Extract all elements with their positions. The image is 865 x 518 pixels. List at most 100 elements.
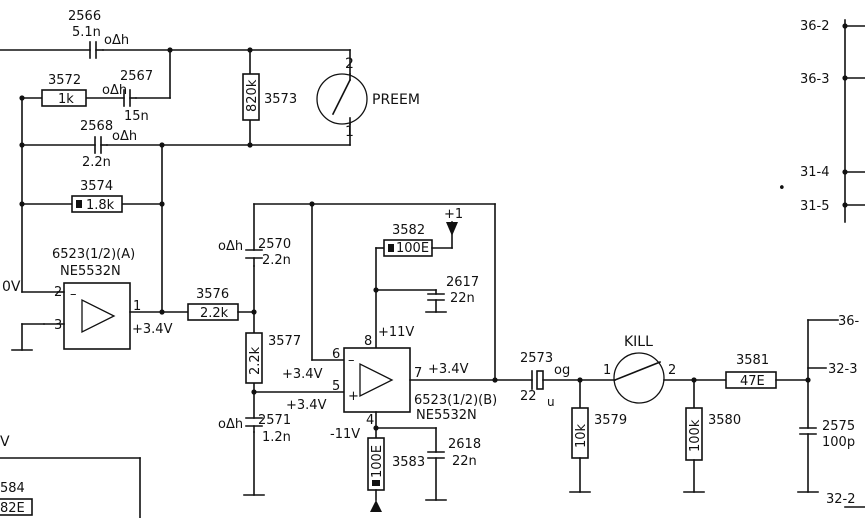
capacitor-2573: 2573 og 22 u (520, 351, 581, 409)
label-opamp-b-vin6: +3.4V (282, 367, 323, 382)
label-opamp-b-pin4: 4 (366, 413, 374, 428)
label-3574-value: 1.8k (86, 198, 115, 213)
label-opamp-a-vout: +3.4V (132, 322, 173, 337)
label-3576-ref: 3576 (196, 287, 229, 302)
label-2567-ref: 2567 (120, 69, 153, 84)
label-3580-ref: 3580 (708, 413, 741, 428)
label-v: V (0, 434, 10, 450)
label-3576-value: 2.2k (200, 306, 229, 321)
label-2566-tag: oΔh (104, 33, 129, 48)
label-opamp-b-vin5: +3.4V (286, 398, 327, 413)
label-2567-value: 15n (124, 109, 149, 124)
label-3573-ref: 3573 (264, 92, 297, 107)
label-3583-ref: 3583 (392, 455, 425, 470)
label-opamp-a-ref: 6523(1/2)(A) (52, 247, 135, 262)
resistor-3580: 100k 3580 (683, 377, 741, 493)
capacitor-2571: oΔh 2571 1.2n (218, 413, 291, 445)
capacitor-2618: 2618 22n (425, 427, 481, 501)
label-3572-ref: 3572 (48, 73, 81, 88)
label-3584-value: 82E (0, 501, 25, 516)
capacitor-2568: 2568 oΔh 2.2n (80, 119, 137, 170)
resistor-3573: 820k 3573 (242, 73, 297, 121)
capacitor-2566: 2566 5.1n oΔh (68, 9, 129, 59)
switch-kill: KILL 1 2 (579, 334, 695, 404)
connector-36: 36- (838, 314, 860, 329)
label-2617-ref: 2617 (446, 275, 479, 290)
label-2568-tag: oΔh (112, 129, 137, 144)
label-2568-ref: 2568 (80, 119, 113, 134)
capacitor-2567: 2567 oΔh 15n (102, 69, 153, 124)
label-2573-tag: og (554, 363, 570, 378)
label-2566-ref: 2566 (68, 9, 101, 24)
label-2568-value: 2.2n (82, 155, 111, 170)
label-2573-unit: u (547, 395, 555, 409)
label-3577-value: 2.2k (248, 346, 263, 375)
label-2618-ref: 2618 (448, 437, 481, 452)
label-3573-value: 820k (245, 79, 260, 112)
label-opamp-a-part: NE5532N (60, 264, 121, 279)
label-3577-ref: 3577 (268, 334, 301, 349)
switch-preem: 2 1 PREEM (316, 56, 420, 140)
label-opamp-b-part: NE5532N (416, 408, 477, 423)
label-3582-ref: 3582 (392, 223, 425, 238)
label-opamp-b-ref: 6523(1/2)(B) (414, 393, 497, 408)
label-opamp-a-pin1: 1 (133, 299, 141, 314)
label-opamp-b-vneg: -11V (330, 427, 360, 442)
label-2570-tag: oΔh (218, 239, 243, 254)
opamp-b: – + 8 +11V 6 +3.4V 5 +3.4V 4 -11V 7 +3.4… (282, 325, 497, 442)
opamp-b-feedback (492, 203, 533, 383)
label-supply-plus1: +1 (444, 207, 463, 222)
opamp-a-minus: – (70, 287, 77, 302)
label-3582-value: 100E (396, 241, 429, 256)
label-preem-pin2: 2 (345, 56, 354, 72)
label-kill-pin2: 2 (668, 363, 676, 378)
connector-32-2: 32-2 (826, 492, 856, 507)
connector-36-2: 36-2 (800, 19, 830, 34)
left-edge-partial: 0V V 584 82E (0, 279, 141, 518)
label-0v: 0V (2, 279, 21, 295)
label-2570-value: 2.2n (262, 253, 291, 268)
resistor-3574: 1.8k 3574 (71, 179, 123, 213)
label-opamp-b-pin7: 7 (414, 366, 422, 381)
output-node: 2575 100p (797, 319, 855, 493)
connector-31-4: 31-4 (800, 165, 830, 180)
label-opamp-b-pin5: 5 (332, 379, 340, 394)
label-opamp-b-pin8: 8 (364, 334, 372, 349)
label-3580-value: 100k (688, 419, 703, 452)
label-2573-value: 22 (520, 389, 537, 404)
resistor-3576: 2.2k 3576 (187, 287, 255, 321)
label-2567-tag: oΔh (102, 83, 127, 98)
label-2571-tag: oΔh (218, 417, 243, 432)
label-2566-value: 5.1n (72, 25, 101, 40)
label-preem-pin1: 1 (345, 124, 354, 140)
label-3581-ref: 3581 (736, 353, 769, 368)
label-opamp-b-pin6: 6 (332, 347, 340, 362)
label-preem: PREEM (372, 92, 420, 108)
label-3584-ref: 584 (0, 481, 25, 496)
label-2570-ref: 2570 (258, 237, 291, 252)
label-2617-value: 22n (450, 291, 475, 306)
capacitor-2617: 2617 22n (425, 275, 479, 313)
connector-31-5: 31-5 (800, 199, 830, 214)
label-kill: KILL (624, 334, 653, 350)
label-3583-value: 100E (370, 445, 385, 478)
stray-mark: • (778, 181, 786, 196)
resistor-3582: 100E 3582 +1 (373, 207, 463, 349)
feedback-network (0, 47, 351, 313)
opamp-b-minus: – (348, 353, 355, 368)
capacitor-2570: oΔh 2570 2.2n (218, 237, 291, 268)
label-opamp-a-pin2: 2 (54, 285, 62, 300)
label-opamp-a-pin3: 3 (54, 318, 62, 333)
label-3579-ref: 3579 (594, 413, 627, 428)
label-2618-value: 22n (452, 454, 477, 469)
input-filter-node (243, 201, 496, 496)
resistor-3579: 10k 3579 (569, 377, 627, 493)
label-2575-value: 100p (822, 435, 855, 450)
connector-36-3: 36-3 (800, 72, 830, 87)
label-3579-value: 10k (574, 423, 589, 448)
label-opamp-b-vout: +3.4V (428, 362, 469, 377)
label-2571-ref: 2571 (258, 413, 291, 428)
connector-strip: 36-2 36-3 31-4 31-5 36- 32-3 32-2 • (778, 19, 865, 508)
label-2571-value: 1.2n (262, 430, 291, 445)
